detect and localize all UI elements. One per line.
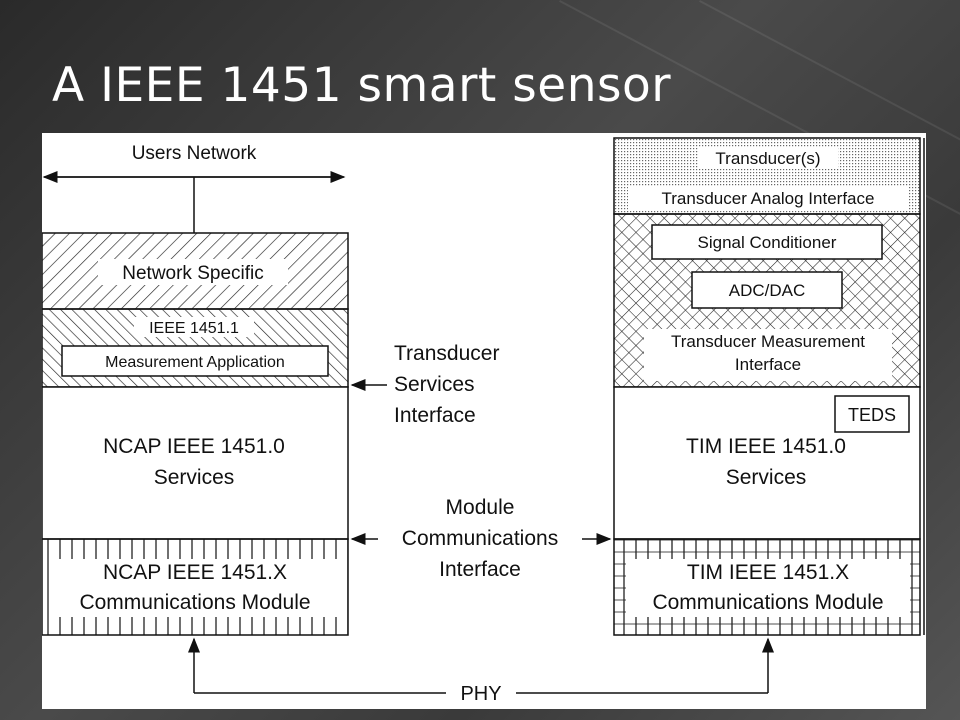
network-specific-label: Network Specific [122, 263, 264, 284]
ncap-services-line1: NCAP IEEE 1451.0 [103, 435, 285, 458]
transducer-services-line3: Interface [394, 404, 476, 427]
ncap-services-line2: Services [154, 466, 235, 489]
measurement-application-label: Measurement Application [105, 354, 285, 371]
tim-comm-label-bg [626, 559, 910, 617]
ncap-services-block [42, 386, 349, 540]
slide-title: A IEEE 1451 smart sensor [52, 58, 672, 113]
transducer-services-line1: Transducer [394, 342, 499, 365]
phy-label: PHY [460, 683, 501, 705]
transducers-label-bg [698, 147, 838, 169]
network-specific-label-bg [98, 259, 288, 285]
tim-comm-line1: TIM IEEE 1451.X [687, 561, 849, 584]
ncap-comm-line2: Communications Module [79, 591, 310, 614]
adc-dac-box [691, 271, 843, 309]
measurement-interface-label-bg [644, 329, 892, 381]
adc-dac-label: ADC/DAC [729, 281, 806, 300]
transducer-services-line2: Services [394, 373, 475, 396]
ieee-1451-diagram: Users Network Network Specific IEEE 1451… [42, 133, 926, 709]
teds-box [834, 395, 910, 433]
transducers-label: Transducer(s) [715, 149, 820, 168]
measurement-application-box [61, 345, 329, 377]
tim-comm-line2: Communications Module [652, 591, 883, 614]
measurement-interface-line1: Transducer Measurement [671, 332, 865, 351]
ncap-comm-label-bg [52, 559, 342, 617]
tim-services-line1: TIM IEEE 1451.0 [686, 435, 846, 458]
ncap-comm-line1: NCAP IEEE 1451.X [103, 561, 287, 584]
measurement-interface-line2: Interface [735, 355, 801, 374]
tim-services-line2: Services [726, 466, 807, 489]
module-comm-line3: Interface [439, 558, 521, 581]
users-network-label: Users Network [132, 143, 257, 164]
ieee-1451-1-label: IEEE 1451.1 [149, 320, 239, 337]
module-comm-line1: Module [446, 496, 515, 519]
ieee-1451-1-label-bg [134, 317, 254, 337]
analog-interface-label-bg [628, 186, 908, 210]
signal-conditioner-label: Signal Conditioner [698, 233, 837, 252]
module-comm-line2: Communications [402, 527, 558, 550]
signal-conditioner-box [651, 224, 883, 260]
analog-interface-label: Transducer Analog Interface [662, 189, 875, 208]
teds-label: TEDS [848, 405, 896, 425]
